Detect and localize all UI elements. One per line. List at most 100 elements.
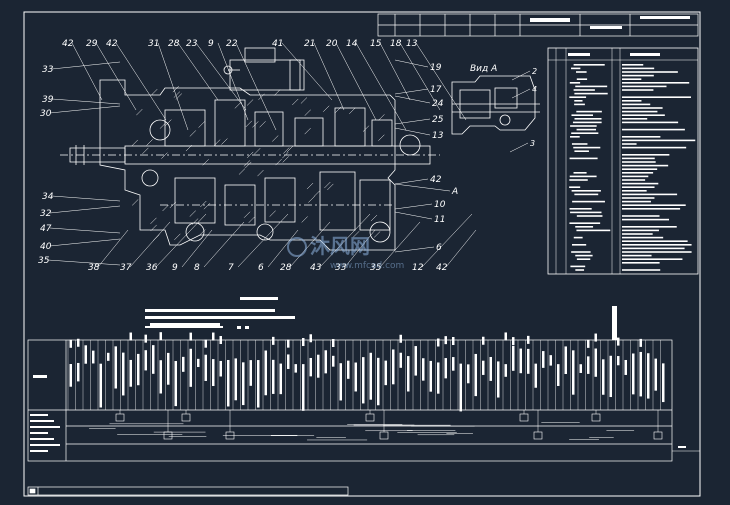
spec-table-entry: [572, 121, 602, 124]
hatch-stroke: [243, 211, 251, 218]
hatch-stroke: [304, 109, 311, 116]
spec-table-entry: [622, 186, 655, 188]
spec-table-entry: [574, 92, 608, 95]
spec-table-entry: [622, 157, 655, 160]
hatch-stroke: [248, 216, 255, 224]
callout-bottom-3: 9: [172, 263, 178, 273]
hatch-stroke: [324, 181, 331, 189]
hatch-stroke: [189, 210, 196, 217]
spec-table-entry: [622, 200, 651, 203]
chart-column-fill: [302, 364, 305, 411]
chart-column-fill: [114, 346, 117, 389]
chart-node-box: [379, 431, 389, 440]
chart-column-peak: [219, 336, 222, 345]
chart-column-peak: [159, 332, 162, 341]
chart-column-peak: [482, 336, 485, 345]
chart-column-fill: [572, 350, 575, 395]
spec-table-entry: [576, 110, 602, 113]
hatch-stroke: [234, 102, 242, 109]
chart-column-fill: [249, 360, 252, 386]
chart-node-box: [181, 413, 191, 422]
hatch-stroke: [258, 93, 265, 100]
chart-column-fill: [399, 352, 402, 368]
hatch-stroke: [173, 91, 181, 98]
detail-title-bar: [240, 297, 278, 300]
hatch-stroke: [272, 135, 279, 142]
chart-column-fill: [474, 353, 477, 397]
callout-top-4: 28: [168, 39, 180, 49]
spec-table-entry: [622, 96, 692, 98]
spec-table-entry: [575, 226, 594, 228]
hatch-stroke: [245, 120, 253, 128]
hatch-stroke: [132, 199, 139, 206]
chart-column-fill: [579, 364, 582, 373]
chart-column-fill: [557, 364, 560, 386]
callout-leader: [394, 127, 431, 136]
chart-left-legend: [30, 414, 60, 452]
hatch-stroke: [142, 147, 149, 155]
chart-column-fill: [587, 356, 590, 374]
spec-table-entry: [622, 139, 696, 142]
chart-column-fill: [137, 353, 140, 386]
spec-table-entry: [574, 150, 589, 152]
chart-column-fill: [219, 360, 222, 377]
chart-column-fill: [152, 345, 155, 374]
callout-leader: [394, 118, 431, 125]
spec-table-entry: [622, 193, 678, 196]
chart-column-peak: [587, 339, 590, 348]
chart-column-fill: [414, 346, 417, 376]
chart-column-fill: [542, 351, 545, 368]
chart-column-fill: [639, 351, 642, 397]
callout-right-5: 42: [430, 175, 442, 185]
callout-leader: [394, 95, 431, 104]
chart-column-fill: [392, 349, 395, 385]
hatch-stroke: [274, 89, 281, 96]
spec-table-header-text: [568, 53, 590, 56]
chart-column-fill: [242, 362, 245, 406]
callout-bottom-1: 37: [120, 263, 132, 273]
callout-right-6: A: [451, 187, 458, 197]
callout-leader: [49, 205, 121, 214]
chart-column-fill: [279, 363, 282, 395]
hatch-stroke: [378, 114, 385, 121]
hatch-stroke: [313, 190, 321, 197]
chart-column-fill: [174, 361, 177, 407]
spec-table-entry: [622, 161, 656, 163]
chart-column-peak: [504, 332, 507, 341]
watermark-text: 沐风网: [310, 234, 370, 258]
spec-table-entry: [622, 103, 651, 106]
chart-column-fill: [429, 360, 432, 392]
chart-column-fill: [227, 359, 230, 407]
spec-table-entry: [574, 118, 602, 120]
spec-table-entry: [575, 71, 587, 73]
chart-column-fill: [369, 352, 372, 400]
watermark-logo-icon: [287, 237, 307, 257]
callout-top-0: 42: [62, 39, 74, 49]
spec-table-entry: [622, 143, 637, 145]
chart-legend-row: [30, 450, 48, 452]
hatch-stroke: [254, 148, 261, 155]
spec-table-entry: [622, 247, 685, 250]
spec-table-entry: [569, 175, 597, 178]
chart-column-fill: [467, 364, 470, 384]
gauge-bar: [612, 306, 617, 340]
chart-column-fill: [197, 358, 200, 368]
spec-table-entry: [622, 229, 659, 232]
hatch-stroke: [203, 203, 211, 210]
callout-leader: [235, 42, 277, 131]
chart-column-fill: [489, 356, 492, 381]
callout-leader: [217, 42, 249, 121]
spec-table-entry: [622, 240, 688, 242]
callout-top-6: 9: [208, 39, 214, 49]
chart-column-peak: [594, 333, 597, 342]
spec-table-entry: [571, 114, 593, 116]
callout-leader: [267, 229, 299, 268]
hatch-stroke: [353, 231, 360, 238]
hatch-stroke: [150, 217, 157, 225]
callout-leader: [344, 229, 376, 268]
spec-table-entry: [570, 211, 602, 214]
chart-column-peak: [77, 338, 80, 347]
view-a-callout-1: 4: [532, 85, 537, 94]
hatch-stroke: [161, 152, 168, 159]
